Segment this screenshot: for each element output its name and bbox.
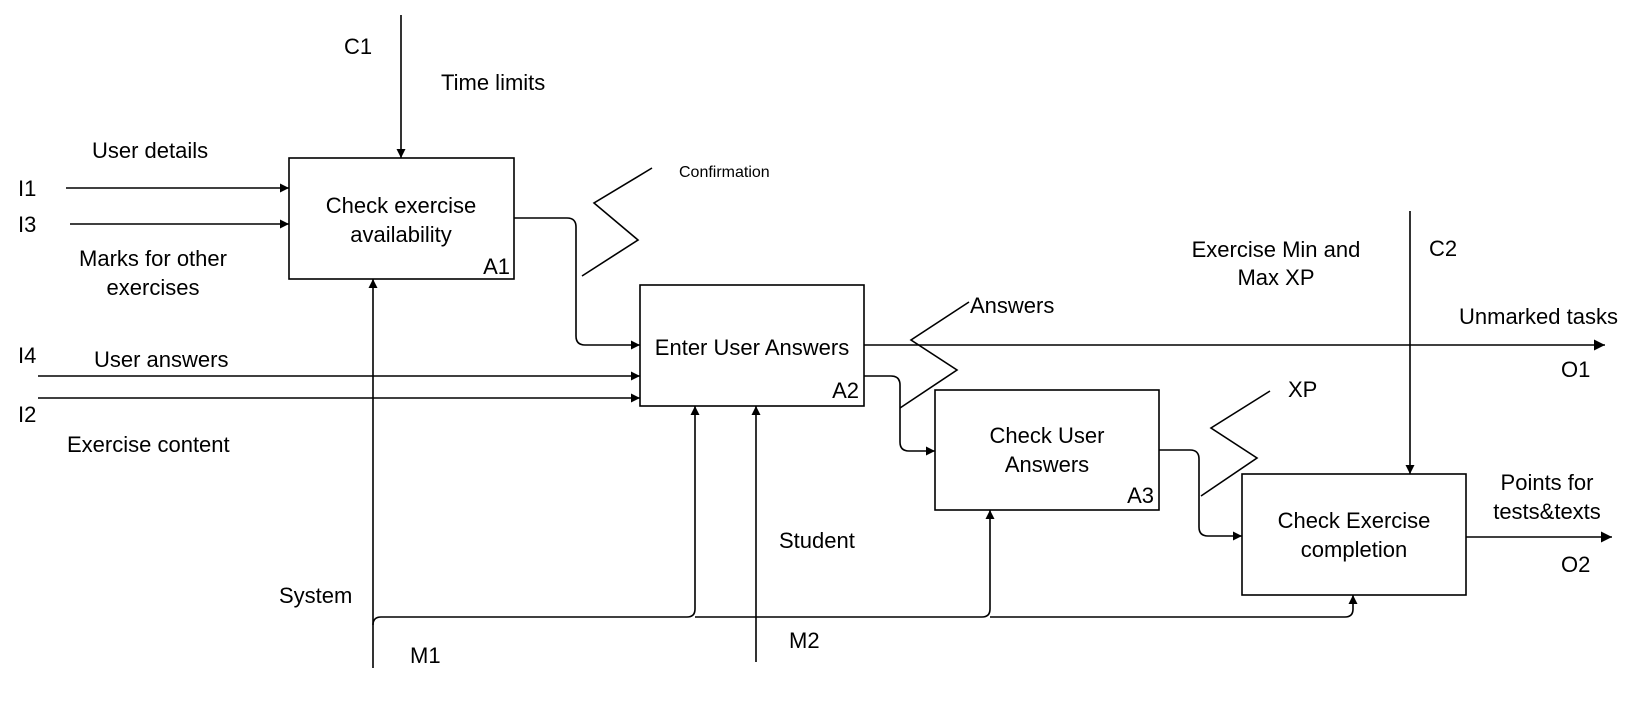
activity-a1: Check exercise availability A1 [288, 157, 515, 280]
i3-code: I3 [18, 212, 36, 237]
i1-label: User details [92, 138, 208, 163]
i1-code: I1 [18, 176, 36, 201]
c2-label-line1: Exercise Min and [1192, 237, 1361, 262]
a4-title-line2: completion [1301, 537, 1407, 562]
control-c2: C2 Exercise Min and Max XP [1192, 211, 1457, 474]
m1-label: System [279, 583, 352, 608]
xp-label: XP [1288, 377, 1317, 402]
a2-id: A2 [832, 378, 859, 403]
o1-code: O1 [1561, 357, 1590, 382]
c1-label: Time limits [441, 70, 545, 95]
activity-a3: Check User Answers A3 [934, 389, 1160, 511]
activity-a4: Check Exercise completion [1241, 473, 1467, 596]
i3-label-line2: exercises [107, 275, 200, 300]
a3-id: A3 [1127, 483, 1154, 508]
i2-code: I2 [18, 402, 36, 427]
control-c1: C1 Time limits [344, 15, 545, 158]
o1-label: Unmarked tasks [1459, 304, 1618, 329]
mechanism-m2: Student M2 [751, 406, 855, 662]
o2-code: O2 [1561, 552, 1590, 577]
m2-label: Student [779, 528, 855, 553]
i4-label: User answers [94, 347, 228, 372]
input-i3: I3 Marks for other exercises [18, 212, 289, 300]
confirmation-label: Confirmation [679, 164, 770, 181]
output-o1: Unmarked tasks O1 [864, 304, 1618, 382]
a1-title-line2: availability [350, 222, 452, 247]
a4-title-line1: Check Exercise [1278, 508, 1431, 533]
input-i2: I2 Exercise content [18, 393, 640, 457]
a3-title-line1: Check User [990, 423, 1105, 448]
i3-label-line1: Marks for other [79, 246, 227, 271]
a2-title: Enter User Answers [655, 335, 849, 360]
flow-a2-to-a3: Answers [864, 293, 1054, 456]
output-o2: Points for tests&texts O2 [1466, 470, 1612, 577]
activity-a2: Enter User Answers A2 [639, 284, 865, 407]
flow-a3-to-a4: XP [1159, 377, 1317, 541]
i4-code: I4 [18, 343, 36, 368]
o2-label-line1: Points for [1501, 470, 1594, 495]
input-i4: I4 User answers [18, 343, 640, 381]
answers-label: Answers [970, 293, 1054, 318]
m1-code: M1 [410, 643, 441, 668]
confirmation-squiggle [581, 167, 653, 277]
flow-a1-to-a2: Confirmation [514, 164, 770, 350]
c1-code: C1 [344, 34, 372, 59]
answers-squiggle [899, 301, 970, 409]
i2-label: Exercise content [67, 432, 230, 457]
c2-code: C2 [1429, 236, 1457, 261]
c2-label-line2: Max XP [1237, 265, 1314, 290]
input-i1: I1 User details [18, 138, 289, 201]
xp-squiggle [1200, 390, 1271, 497]
mechanism-m1: System M1 [279, 279, 1358, 668]
m2-code: M2 [789, 628, 820, 653]
a3-title-line2: Answers [1005, 452, 1089, 477]
a1-title-line1: Check exercise [326, 193, 476, 218]
o2-label-line2: tests&texts [1493, 499, 1601, 524]
a1-id: A1 [483, 254, 510, 279]
